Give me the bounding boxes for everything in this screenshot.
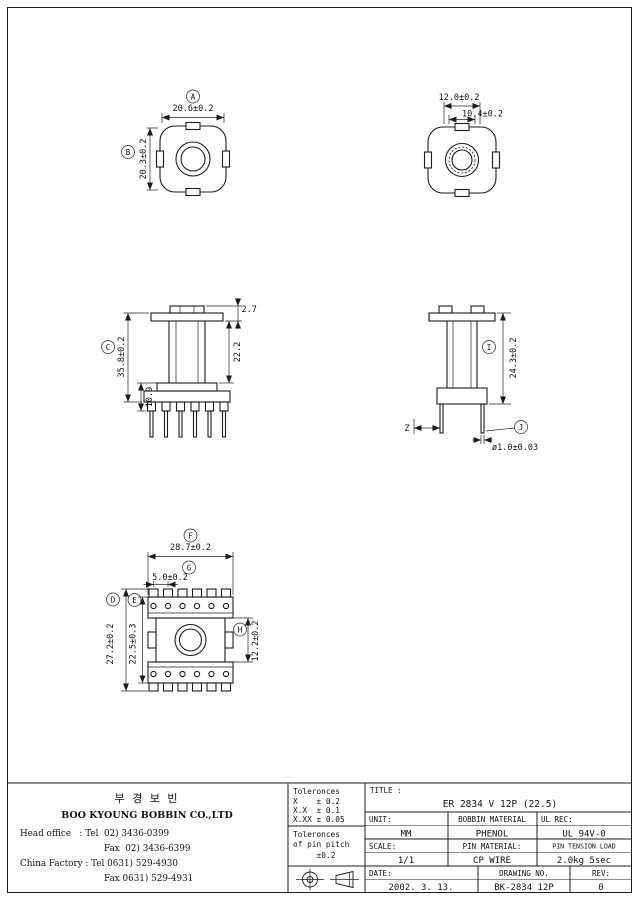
dim-pin-diameter: ø1.0±0.03 — [492, 443, 538, 453]
datum-c-circle — [101, 340, 115, 354]
datum-h-label: H — [238, 625, 243, 634]
china-factory-fax: Fax 0631) 529-4931 — [104, 873, 193, 884]
datum-i-circle — [482, 340, 496, 354]
drawing-no-label: DRAWING NO. — [499, 869, 549, 878]
company-name-english: BOO KYOUNG BOBBIN CO.,LTD — [61, 810, 233, 821]
datum-a-circle — [186, 89, 200, 104]
datum-e-circle — [127, 593, 142, 607]
bobbin-material-label: BOBBIN MATERIAL — [458, 815, 526, 824]
ul-rec-value: UL 94V-0 — [562, 830, 605, 840]
datum-a-label: A — [191, 92, 196, 101]
datum-e-label: E — [132, 596, 137, 605]
company-name-korean: 부 경 보 빈 — [115, 792, 180, 805]
datum-c-label: C — [106, 343, 111, 352]
head-office-fax: Fax 02) 3436-6399 — [104, 843, 190, 854]
pin-base — [143, 390, 231, 403]
datum-j-circle — [514, 420, 528, 434]
bobbin-material-value: PHENOL — [476, 830, 509, 840]
tolerance-xxx: X.XX ± 0.05 — [293, 815, 345, 824]
datum-f-circle — [183, 528, 198, 543]
title-block: 부 경 보 빈 BOO KYOUNG BOBBIN CO.,LTD Head o… — [7, 782, 632, 893]
view-top-left: 20.6±0.2 A 20.3±0.2 B — [121, 89, 231, 197]
view-bottom: 28.7±0.2 F 5.0±0.2 G D 27.2±0.2 E 22.5±0… — [106, 528, 261, 692]
core-hole — [174, 623, 207, 657]
unit-value: MM — [401, 830, 412, 840]
datum-f-label: F — [188, 531, 193, 540]
rev-label: REV: — [592, 869, 610, 878]
tolerance-pitch-title: Toleronces — [293, 830, 340, 839]
dim-z: Z — [404, 424, 409, 434]
tolerance-pitch-value: ±0.2 — [317, 851, 336, 860]
head-office-tel: Head office : Tel 02) 3436-0399 — [20, 828, 169, 839]
pin-tension-value: 2.0kg 5sec — [557, 856, 611, 866]
title-value: ER 2834 V 12P (22.5) — [443, 799, 557, 810]
title-label: TITLE : — [370, 786, 402, 795]
datum-j-label: J — [519, 423, 524, 432]
dim-top-height: 20.3±0.2 — [139, 139, 149, 180]
tolerance-title: Toleronces — [293, 787, 340, 796]
scale-value: 1/1 — [398, 856, 414, 866]
dim-top-width: 20.6±0.2 — [173, 104, 214, 114]
dim-side-height: 24.3±0.2 — [509, 338, 519, 379]
flange-outline — [427, 126, 497, 194]
view-side: 24.3±0.2 I Z J ø1.0±0.03 — [404, 305, 538, 453]
dim-bottom-mid: 12.2±0.2 — [251, 621, 261, 662]
datum-d-label: D — [111, 595, 116, 604]
bottom-flange — [156, 382, 218, 392]
dim-flange-thickness: 2.7 — [242, 305, 257, 315]
datum-d-circle — [106, 592, 120, 607]
dim-bottom-span: 22.5±0.3 — [129, 624, 139, 665]
drawing-no-value: BK-2834 12P — [494, 883, 554, 893]
pin-rail-bottom — [147, 661, 234, 684]
dim-winding-length: 22.2 — [233, 342, 243, 362]
top-flange — [428, 312, 496, 322]
dim-base-height: 10.9 — [145, 387, 155, 407]
flange-outline — [159, 125, 227, 193]
view-front: 35.8±0.2 C 2.7 22.2 10.9 — [101, 298, 257, 438]
top-flange — [150, 312, 224, 322]
date-label: DATE: — [369, 869, 392, 878]
unit-label: UNIT: — [369, 815, 392, 824]
rev-value: 0 — [598, 883, 603, 893]
dim-pin-pitch: 5.0±0.2 — [152, 573, 188, 583]
dim-outer-width: 12.0±0.2 — [439, 93, 480, 103]
datum-g-label: G — [187, 563, 192, 572]
datum-b-label: B — [126, 148, 131, 157]
scale-label: SCALE: — [369, 842, 396, 851]
tolerance-x: X ± 0.2 — [293, 797, 340, 806]
dim-total-height: 35.8±0.2 — [117, 337, 127, 378]
tolerance-xx: X.X ± 0.1 — [293, 806, 340, 815]
datum-g-circle — [182, 560, 196, 575]
datum-b-circle — [121, 145, 135, 159]
ul-rec-label: UL REC: — [541, 815, 573, 824]
pin-material-label: PIN MATERIAL: — [463, 842, 522, 851]
pin-tension-label: PIN TENSION LOAD — [552, 843, 616, 851]
core-hole — [175, 141, 211, 177]
dim-bottom-width: 28.7±0.2 — [170, 543, 211, 553]
third-angle-projection-icon — [296, 868, 359, 891]
datum-i-label: I — [487, 343, 492, 352]
dim-bottom-overall: 27.2±0.2 — [106, 624, 116, 665]
view-top-right: 12.0±0.2 10.4±0.2 — [423, 93, 503, 198]
china-factory-tel: China Factory : Tel 0631) 529-4930 — [20, 858, 178, 869]
dim-inner-width: 10.4±0.2 — [462, 110, 503, 120]
pin-base — [436, 387, 488, 405]
datum-h-circle — [233, 622, 247, 637]
tolerance-pitch-sub: of pin pitch — [293, 840, 349, 849]
serration-circle — [448, 146, 476, 174]
pin-material-value: CP WIRE — [473, 856, 511, 866]
date-value: 2002. 3. 13. — [388, 883, 453, 893]
sheet-border — [7, 7, 632, 893]
pin-rail-top — [147, 596, 234, 619]
